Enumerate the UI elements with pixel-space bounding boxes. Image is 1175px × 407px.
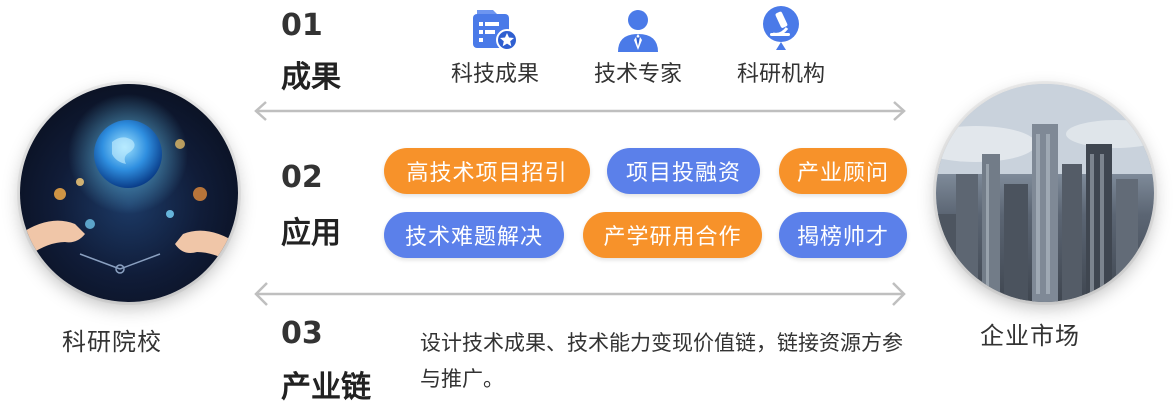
application-pill-project-investment-financing: 项目投融资 bbox=[607, 148, 760, 194]
enterprise-market-image bbox=[936, 84, 1154, 302]
step-number: 02 bbox=[281, 160, 323, 195]
outcome-label: 科技成果 bbox=[450, 62, 539, 87]
microscope-icon bbox=[763, 6, 799, 50]
enterprise-market-label: 企业市场 bbox=[980, 322, 1080, 350]
outcome-research-institutions: 科研机构 bbox=[716, 4, 846, 88]
step-title: 应用 bbox=[281, 216, 341, 251]
expert-person-icon bbox=[618, 10, 658, 52]
step-title: 成果 bbox=[281, 60, 341, 95]
step-number: 01 bbox=[281, 8, 323, 43]
application-pill-high-tech-project-attraction: 高技术项目招引 bbox=[384, 148, 590, 194]
step-number: 03 bbox=[281, 316, 323, 351]
application-pill-tech-problem-solving: 技术难题解决 bbox=[384, 212, 564, 258]
double-arrow-icon bbox=[254, 101, 906, 121]
step-title: 产业链 bbox=[281, 370, 371, 405]
research-institutions-image bbox=[20, 84, 238, 302]
outcome-tech-experts: 技术专家 bbox=[573, 8, 703, 88]
industry-chain-description: 设计技术成果、技术能力变现价值链，链接资源方参与推广。 bbox=[420, 331, 903, 391]
outcome-label: 技术专家 bbox=[593, 62, 682, 87]
research-institutions-label: 科研院校 bbox=[62, 328, 162, 356]
outcome-sci-tech-achievements: 科技成果 bbox=[430, 8, 560, 88]
outcome-label: 科研机构 bbox=[736, 62, 825, 87]
double-arrow-icon bbox=[254, 282, 906, 306]
application-pill-open-competition-talent: 揭榜帅才 bbox=[779, 212, 907, 258]
application-pill-industry-consultant: 产业顾问 bbox=[779, 148, 907, 194]
document-star-icon bbox=[473, 10, 518, 51]
application-pill-industry-university-research: 产学研用合作 bbox=[583, 212, 762, 258]
